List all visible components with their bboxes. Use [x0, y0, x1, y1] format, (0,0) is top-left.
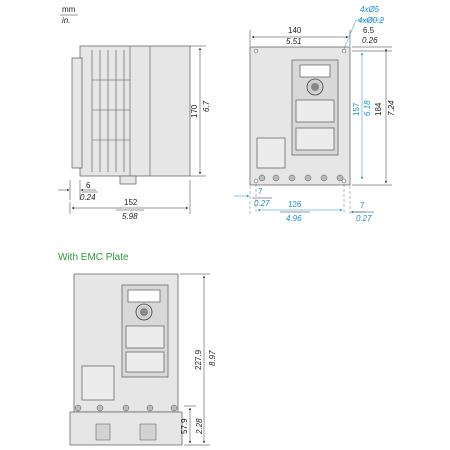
emc-height-mm: 227.9: [194, 349, 203, 370]
side-foot: [119, 175, 137, 185]
holes-in: 4xØ0.2: [358, 16, 384, 25]
unit-mm: mm: [62, 5, 76, 14]
right-offset-mm: 7: [360, 201, 365, 210]
top-offset-in: 0.26: [362, 36, 378, 45]
emc-keypad: [125, 325, 165, 349]
front-display: [299, 64, 331, 78]
mount-hole-tr: [341, 48, 347, 54]
side-offset-in: 0.24: [80, 193, 96, 202]
front-h184-in: 7.24: [387, 100, 396, 116]
front-terminals: [258, 174, 344, 182]
emc-plate-mm: 57.9: [180, 418, 189, 434]
side-height-in: 6.7: [202, 100, 211, 112]
front-keypad: [295, 99, 335, 123]
side-depth-in: 5.98: [122, 212, 138, 221]
emc-dial-knob: [140, 308, 148, 316]
section-title: With EMC Plate: [58, 252, 129, 263]
front-width-in: 5.51: [286, 37, 302, 46]
side-front-panel: [71, 57, 83, 169]
emc-cover: [125, 351, 165, 373]
center-width-in: 4.96: [286, 214, 302, 223]
mount-hole-tl: [253, 48, 259, 54]
mount-hole-br: [341, 178, 347, 184]
units-legend: mm in.: [60, 5, 78, 25]
right-offset-in: 0.27: [356, 214, 372, 223]
mount-hole-bl: [253, 178, 259, 184]
front-h157-mm: 157: [352, 102, 361, 116]
front-cover: [295, 127, 335, 151]
emc-plate-parts: [74, 404, 178, 441]
side-fins: [91, 46, 151, 176]
emc-left-cover: [81, 365, 115, 401]
emc-plate: [69, 411, 183, 446]
front-h157-in: 6.18: [363, 100, 372, 116]
holes-mm: 4xØ5: [360, 5, 380, 14]
side-depth-mm: 152: [124, 198, 138, 207]
left-offset-in: 0.27: [254, 199, 270, 208]
unit-in: in.: [62, 16, 70, 25]
side-body: [79, 45, 191, 177]
left-offset-mm: 7: [258, 187, 263, 196]
emc-view: 227.9 8.97 57.9 2.28: [69, 273, 217, 446]
emc-height-in: 8.97: [208, 350, 217, 366]
front-dial-knob: [311, 83, 319, 91]
front-view: 140 5.51 4xØ5 4xØ0.2 6.5 0.26 157 6.18 1…: [234, 5, 396, 223]
emc-plate-in: 2.28: [195, 418, 204, 435]
front-left-cover: [256, 137, 286, 169]
side-view: 170 6.7 6 0.24 152 5.98: [58, 45, 211, 221]
side-offset-mm: 6: [86, 181, 91, 190]
top-offset-mm: 6.5: [363, 26, 375, 35]
front-width-mm: 140: [288, 26, 302, 35]
emc-display: [127, 289, 161, 303]
side-height-mm: 170: [190, 104, 199, 118]
front-h184-mm: 184: [374, 102, 383, 116]
center-width-mm: 126: [288, 200, 302, 209]
